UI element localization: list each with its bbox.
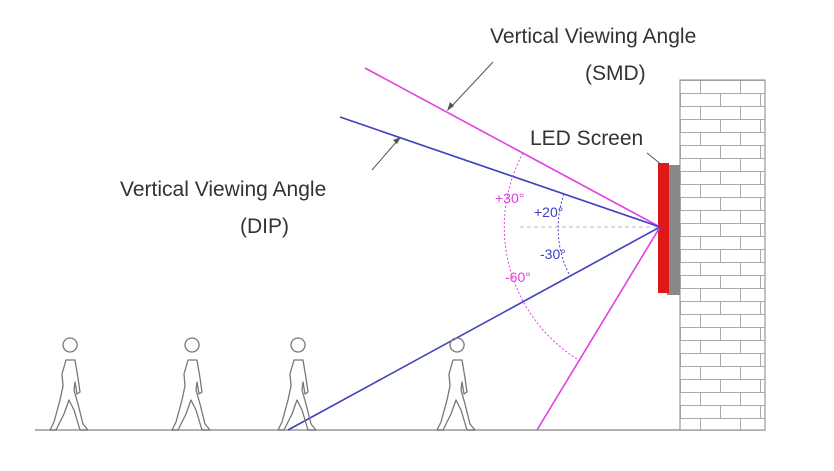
walking-person-icon [171, 337, 211, 431]
walking-person-icon [436, 337, 476, 431]
smd-lower-ray [536, 226, 661, 431]
smd-title-label: Vertical Viewing Angle [490, 25, 696, 48]
led-screen [658, 163, 669, 293]
dip-angle-arc [557, 193, 571, 277]
dip-sub-label: (DIP) [240, 215, 289, 238]
smd-upper-ray [364, 67, 661, 228]
dip-up-angle-label: +20° [534, 204, 563, 220]
screen-mount [667, 165, 680, 295]
smd-up-angle-label: +30° [495, 190, 524, 206]
walking-person-icon [277, 337, 317, 431]
smd-leader-line [449, 61, 494, 109]
led-screen-label: LED Screen [530, 127, 643, 150]
walking-person-icon [49, 337, 89, 431]
smd-sub-label: (SMD) [585, 62, 646, 85]
dip-leader-line [371, 139, 399, 171]
dip-upper-ray [339, 116, 661, 228]
dip-leader-arrow [393, 137, 401, 144]
screen-leader-line [646, 152, 663, 166]
brick-wall [679, 79, 766, 431]
smd-down-angle-label: -60° [505, 269, 531, 285]
dip-down-angle-label: -30° [540, 246, 566, 262]
smd-leader-arrow [447, 102, 454, 111]
smd-angle-arc [503, 152, 583, 363]
dip-lower-ray [287, 226, 661, 431]
dip-title-label: Vertical Viewing Angle [120, 178, 326, 201]
